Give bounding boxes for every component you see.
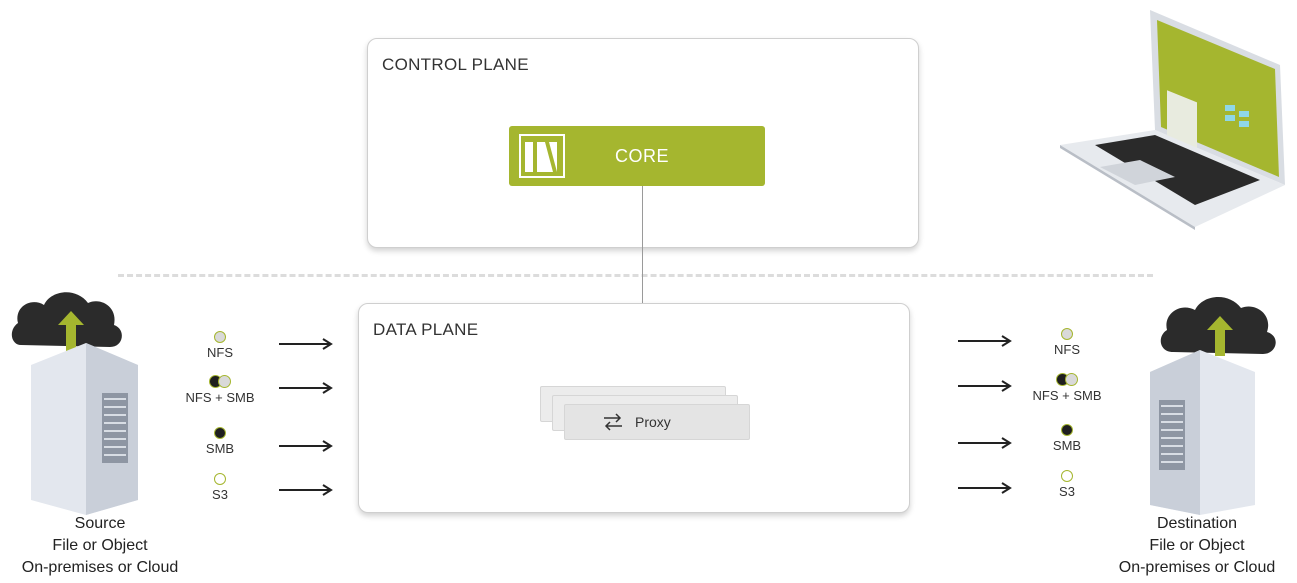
smb-dot-icon [214,427,226,439]
nfs-smb-toggle-icon [209,375,231,388]
source-caption-line2: File or Object [52,537,148,554]
source-protocol-nfs-smb: NFS + SMB [175,375,265,405]
core-node[interactable]: CORE [509,126,765,186]
core-label: CORE [615,146,670,166]
source-server-icon [11,292,138,515]
proxy-card[interactable]: Proxy [564,404,750,440]
protocol-label: NFS + SMB [185,390,255,405]
destination-caption-line1: Destination [1156,515,1238,532]
core-proxy-connector [642,186,643,386]
arrow-right-icon [279,484,333,496]
destination-server-icon [1150,296,1276,515]
arrow-right-icon [279,338,333,350]
arrow-right-icon [958,380,1012,392]
protocol-label: NFS [1054,342,1080,357]
destination-protocol-smb: SMB [1022,424,1112,453]
laptop-icon [1060,10,1285,230]
nfs-smb-toggle-icon [1056,373,1078,386]
destination-caption-line3: On-premises or Cloud [1118,559,1276,576]
destination-protocol-nfs: NFS [1022,328,1112,357]
source-protocol-s3: S3 [175,473,265,502]
control-plane-title: CONTROL PLANE [382,55,529,74]
plane-divider [118,274,1153,277]
arrow-right-icon [958,335,1012,347]
protocol-label: SMB [1052,438,1082,453]
proxy-label: Proxy [635,414,671,430]
source-caption-line3: On-premises or Cloud [21,559,179,576]
destination-protocol-s3: S3 [1022,470,1112,499]
destination-caption-line2: File or Object [1149,537,1245,554]
s3-dot-icon [214,473,226,485]
data-plane-title: DATA PLANE [373,320,479,339]
protocol-label: SMB [205,441,235,456]
protocol-label: NFS [207,345,233,360]
source-protocol-smb: SMB [175,427,265,456]
source-protocol-nfs: NFS [175,331,265,360]
source-caption: Source File or Object On-premises or Clo… [0,513,200,579]
protocol-label: S3 [1059,484,1075,499]
arrow-right-icon [958,482,1012,494]
core-logo-icon [519,134,565,178]
source-caption-line1: Source [74,515,126,532]
swap-arrows-icon [604,413,622,431]
s3-dot-icon [1061,470,1073,482]
protocol-label: NFS + SMB [1032,388,1102,403]
nfs-dot-icon [1061,328,1073,340]
arrow-right-icon [958,437,1012,449]
nfs-dot-icon [214,331,226,343]
smb-dot-icon [1061,424,1073,436]
protocol-label: S3 [212,487,228,502]
arrow-right-icon [279,382,333,394]
arrow-right-icon [279,440,333,452]
destination-protocol-nfs-smb: NFS + SMB [1022,373,1112,403]
destination-caption: Destination File or Object On-premises o… [1097,513,1297,579]
